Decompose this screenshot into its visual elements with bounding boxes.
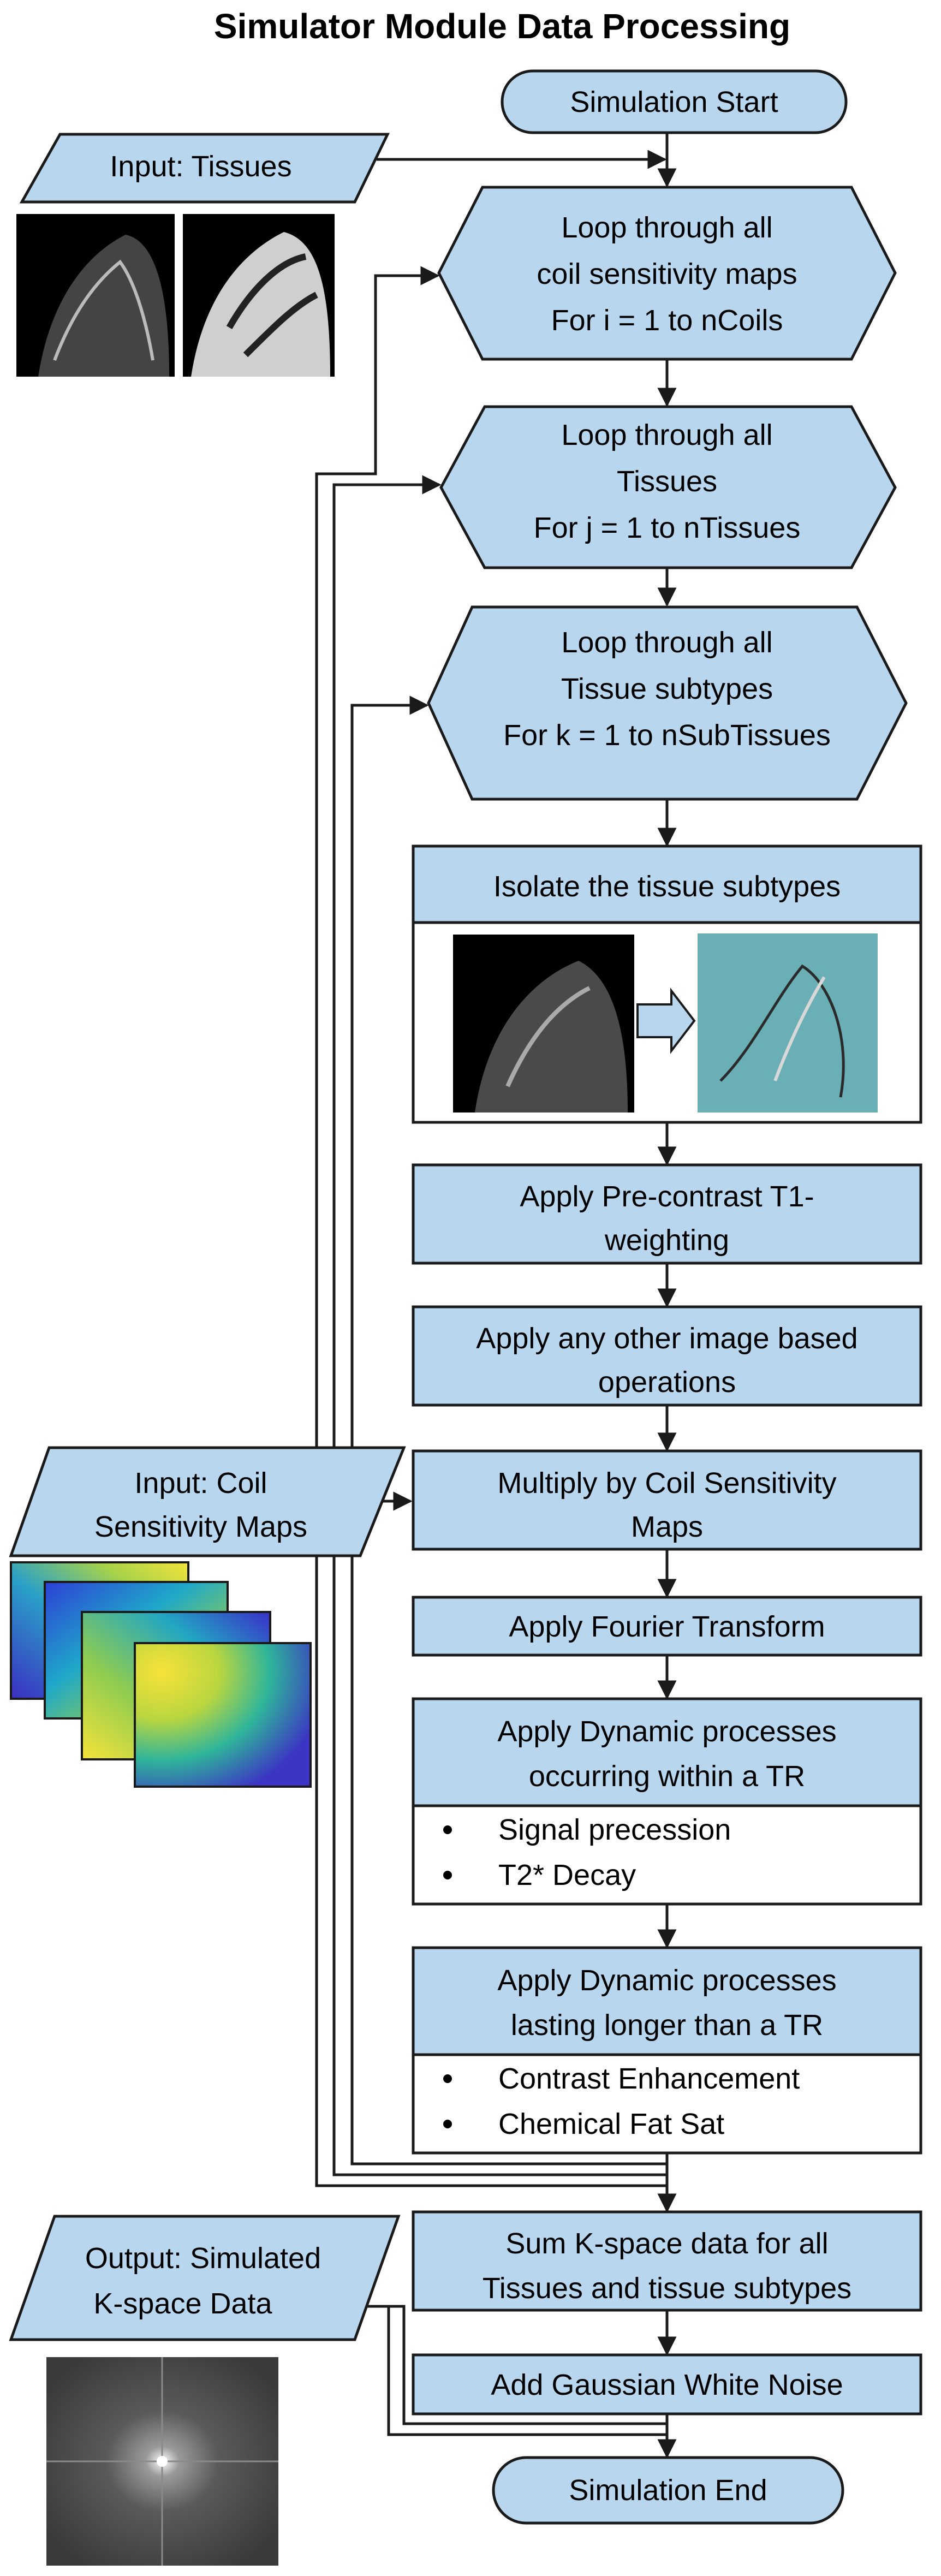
dyn-longer-node: Apply Dynamic processes lasting longer t… <box>412 1946 922 2155</box>
loop-subtypes-line1: Loop through all <box>561 626 772 659</box>
bullet-icon <box>443 2074 452 2083</box>
loop-subtypes-line2: Tissue subtypes <box>561 673 773 705</box>
loop-coils-line3: For i = 1 to nCoils <box>551 304 783 337</box>
loop-tissues-line2: Tissues <box>617 465 717 498</box>
loop-tissues-line1: Loop through all <box>561 419 772 451</box>
other-ops-line1: Apply any other image based <box>476 1322 857 1355</box>
output-kspace-node: Output: Simulated K-space Data <box>9 2215 401 2341</box>
dyn-within-bullet1: Signal precession <box>498 1813 731 1846</box>
noise-node: Add Gaussian White Noise <box>412 2353 922 2416</box>
sum-line2: Tissues and tissue subtypes <box>483 2272 851 2305</box>
loop-coils-line2: coil sensitivity maps <box>537 258 797 290</box>
bullet-icon <box>443 1825 452 1834</box>
precontrast-line2: weighting <box>604 1224 729 1257</box>
loop-back-subtypes <box>350 695 667 2165</box>
fourier-node: Apply Fourier Transform <box>412 1596 922 1657</box>
coil-map-4 <box>134 1642 312 1788</box>
tissue-images <box>16 214 335 377</box>
dyn-longer-header1: Apply Dynamic processes <box>497 1964 836 1997</box>
kspace-image <box>46 2357 278 2566</box>
loop-coils-line1: Loop through all <box>561 211 772 244</box>
noise-label: Add Gaussian White Noise <box>491 2369 843 2401</box>
end-label: Simulation End <box>569 2474 767 2507</box>
output-kspace-line2: K-space Data <box>93 2287 272 2320</box>
loop-coils-node: Loop through all coil sensitivity maps F… <box>437 186 897 361</box>
dyn-within-bullet2: T2* Decay <box>498 1859 636 1891</box>
input-tissues-label: Input: Tissues <box>110 150 291 183</box>
input-coil-line2: Sensitivity Maps <box>94 1510 307 1543</box>
precontrast-line1: Apply Pre-contrast T1- <box>520 1180 814 1213</box>
end-node: Simulation End <box>492 2456 844 2525</box>
arrow-noise-to-output <box>387 2306 667 2436</box>
bullet-icon <box>443 1871 452 1879</box>
isolate-output-image <box>698 933 878 1113</box>
dyn-within-node: Apply Dynamic processes occurring within… <box>412 1697 922 1906</box>
multiply-line2: Maps <box>631 1510 703 1543</box>
connectors <box>315 133 677 2459</box>
isolate-arrow-icon <box>636 987 696 1054</box>
sum-node: Sum K-space data for all Tissues and tis… <box>412 2210 922 2312</box>
loop-tissues-node: Loop through all Tissues For j = 1 to nT… <box>439 405 897 569</box>
isolate-node: Isolate the tissue subtypes <box>412 844 922 1124</box>
coil-map-images <box>10 1561 312 1788</box>
input-tissues-node: Input: Tissues <box>19 133 390 204</box>
multiply-node: Multiply by Coil Sensitivity Maps <box>412 1449 922 1551</box>
diagram-title: Simulator Module Data Processing <box>214 7 790 46</box>
loop-subtypes-line3: For k = 1 to nSubTissues <box>503 719 831 752</box>
dyn-within-header1: Apply Dynamic processes <box>497 1715 836 1748</box>
other-ops-node: Apply any other image based operations <box>412 1305 922 1407</box>
output-kspace-line1: Output: Simulated <box>85 2242 321 2275</box>
loop-tissues-line3: For j = 1 to nTissues <box>534 511 801 544</box>
dyn-within-header2: occurring within a TR <box>529 1760 805 1793</box>
dyn-longer-header2: lasting longer than a TR <box>511 2009 823 2042</box>
start-node: Simulation Start <box>501 69 848 134</box>
isolate-label: Isolate the tissue subtypes <box>493 870 841 903</box>
bullet-icon <box>443 2120 452 2128</box>
input-coil-node: Input: Coil Sensitivity Maps <box>9 1446 406 1557</box>
precontrast-node: Apply Pre-contrast T1- weighting <box>412 1163 922 1265</box>
start-label: Simulation Start <box>570 86 778 118</box>
dyn-longer-bullet1: Contrast Enhancement <box>498 2062 800 2095</box>
arrow-sum-to-output <box>342 2297 667 2425</box>
multiply-line1: Multiply by Coil Sensitivity <box>497 1467 836 1500</box>
sum-line1: Sum K-space data for all <box>505 2227 828 2260</box>
other-ops-line2: operations <box>598 1366 736 1399</box>
input-coil-line1: Input: Coil <box>134 1467 267 1500</box>
loop-subtypes-node: Loop through all Tissue subtypes For k =… <box>427 605 908 801</box>
dyn-longer-bullet2: Chemical Fat Sat <box>498 2108 724 2140</box>
loop-back-coils <box>315 266 667 2187</box>
fourier-label: Apply Fourier Transform <box>509 1610 825 1643</box>
loop-back-tissues <box>332 475 667 2176</box>
